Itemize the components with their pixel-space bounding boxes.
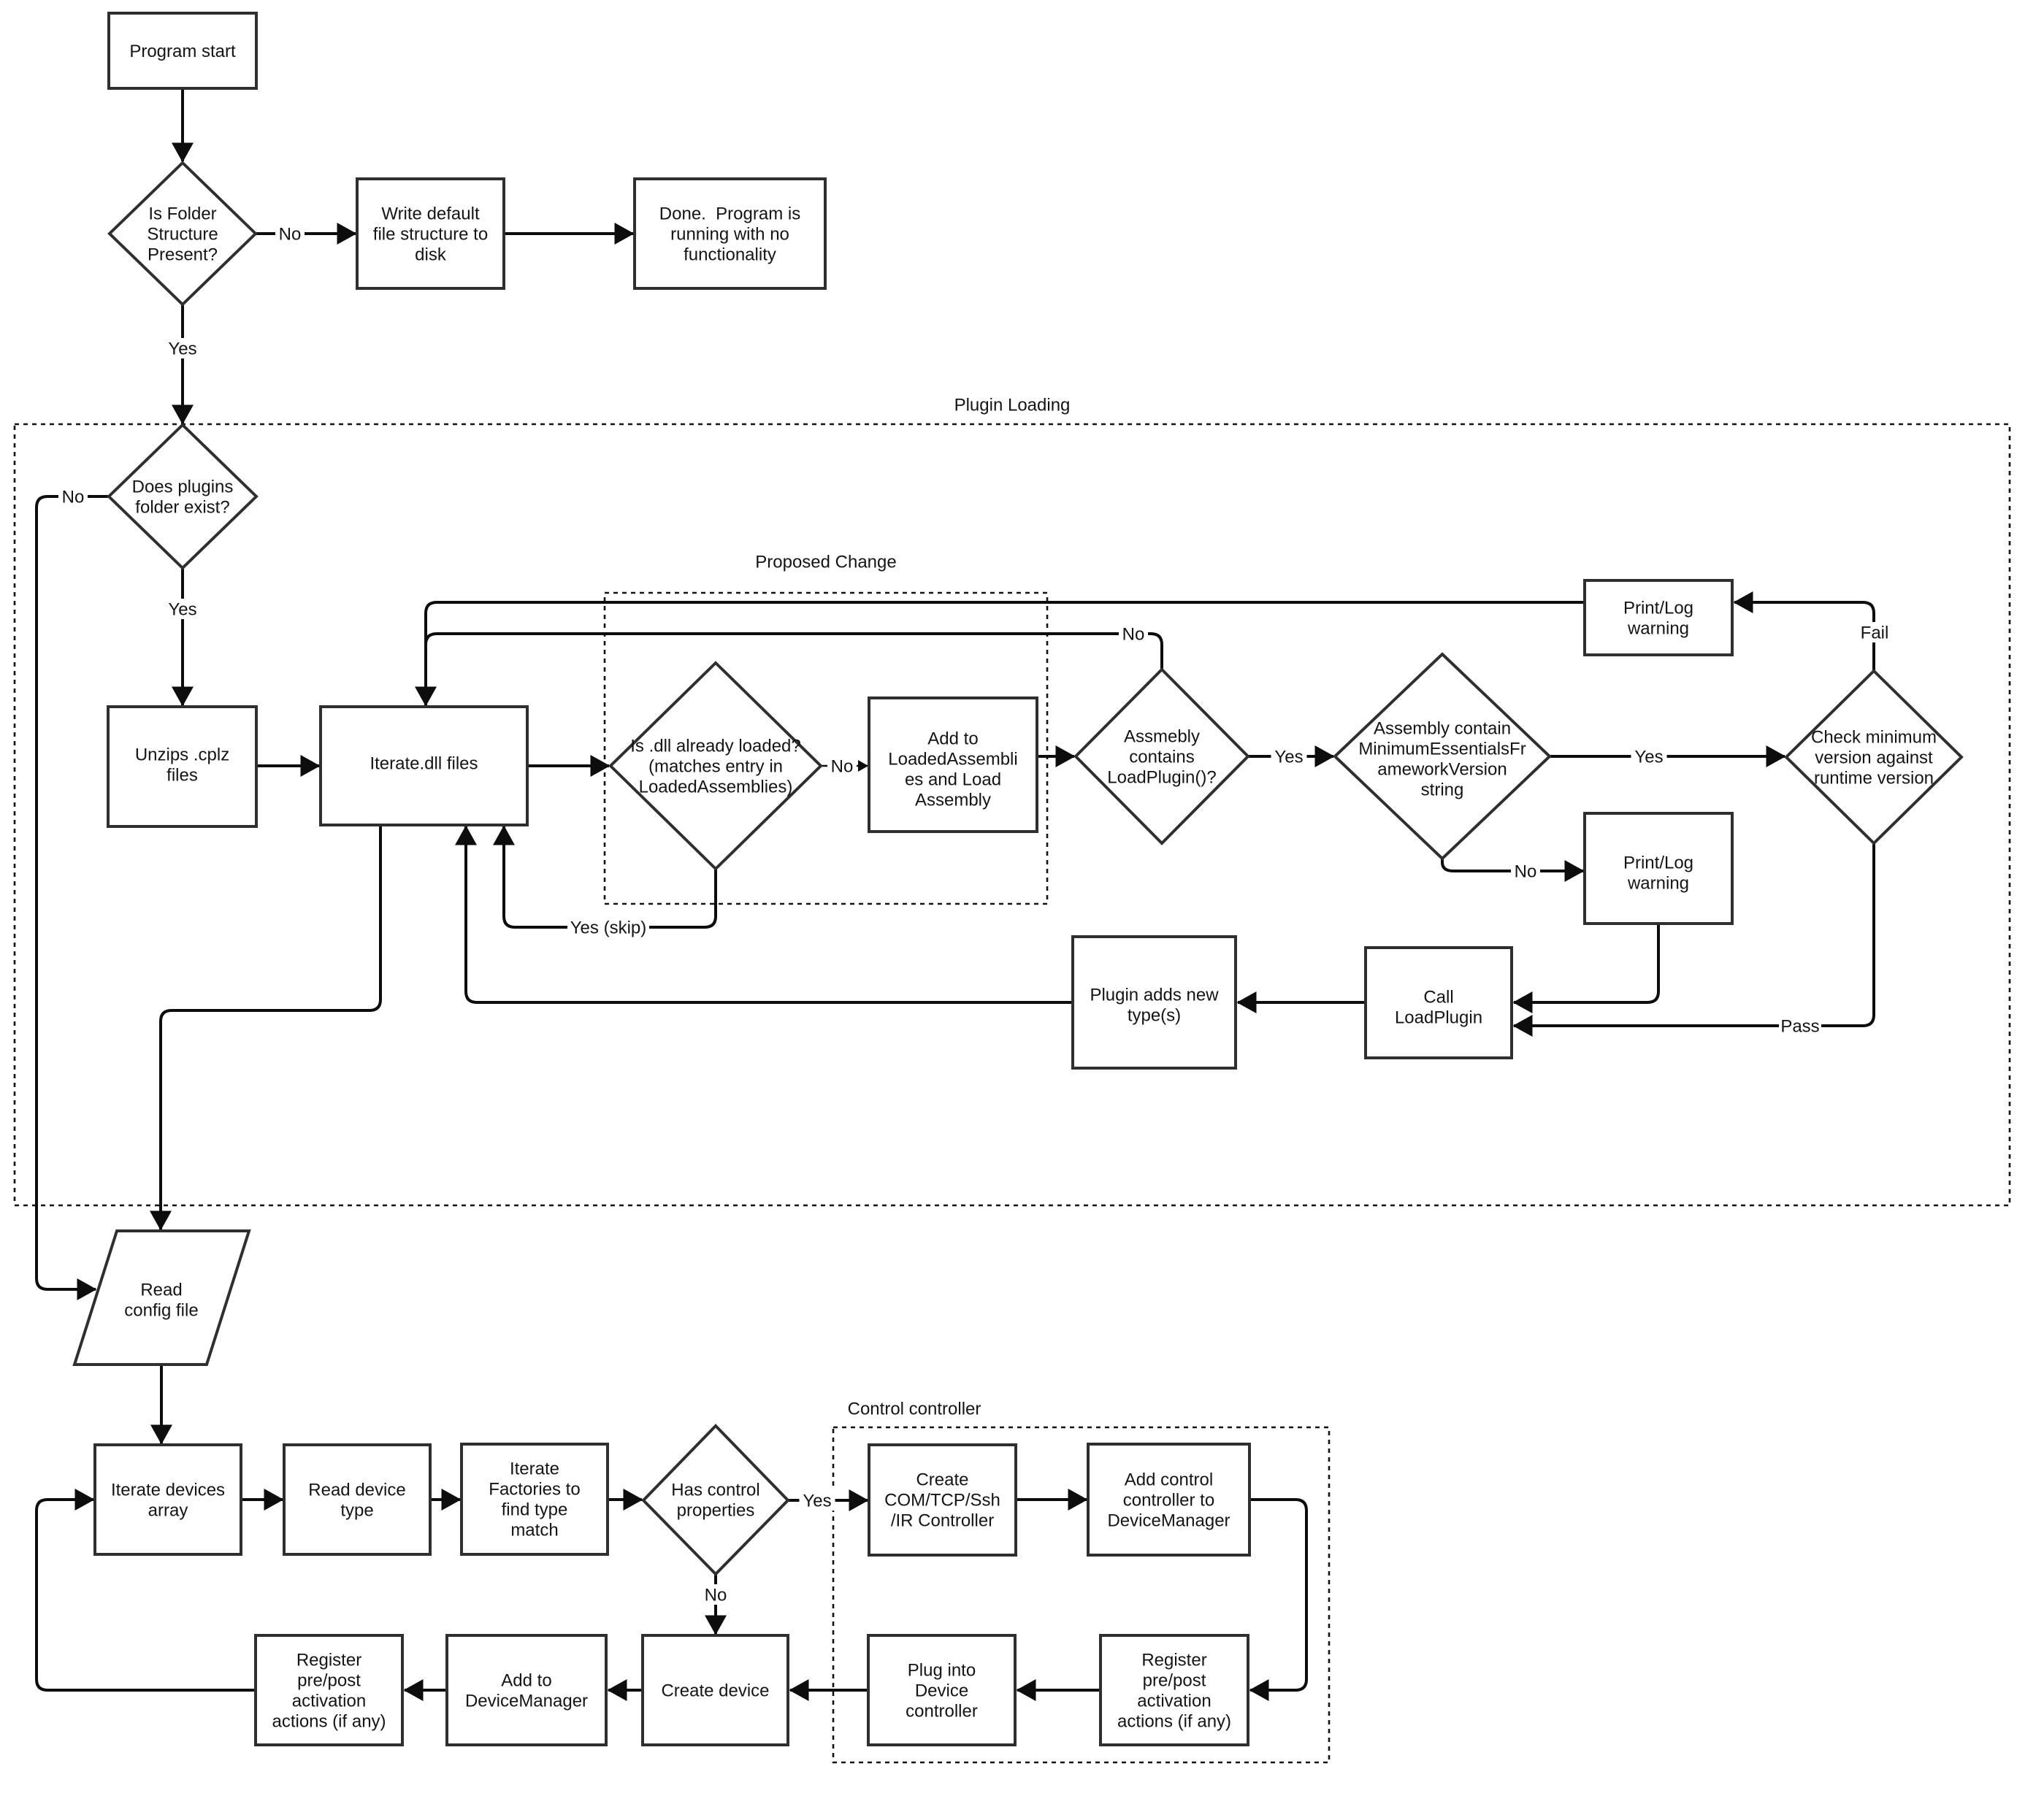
svg-text:Pass: Pass — [1780, 1017, 1819, 1037]
svg-text:Fail: Fail — [1861, 623, 1889, 643]
svg-text:Yes: Yes — [1274, 748, 1303, 767]
svg-text:Control controller: Control controller — [848, 1400, 981, 1419]
svg-text:Yes: Yes — [168, 339, 196, 359]
svg-text:Proposed Change: Proposed Change — [755, 553, 896, 572]
svg-text:No: No — [705, 1586, 727, 1605]
svg-text:No: No — [1515, 862, 1537, 882]
svg-text:Iterate.dll files: Iterate.dll files — [370, 754, 478, 774]
svg-text:Yes: Yes — [168, 600, 196, 620]
svg-text:No: No — [831, 757, 854, 777]
svg-text:No: No — [62, 488, 85, 507]
svg-text:Yes: Yes — [803, 1492, 831, 1511]
svg-text:Program start: Program start — [129, 42, 236, 61]
svg-text:No: No — [279, 225, 302, 245]
svg-text:Yes (skip): Yes (skip) — [570, 918, 646, 938]
svg-text:Is .dll already loaded?(matche: Is .dll already loaded?(matches entry in… — [630, 737, 800, 797]
svg-text:Plugin Loading: Plugin Loading — [954, 396, 1071, 415]
svg-text:Yes: Yes — [1634, 748, 1663, 767]
svg-text:Create device: Create device — [661, 1681, 769, 1701]
svg-text:No: No — [1122, 625, 1145, 645]
